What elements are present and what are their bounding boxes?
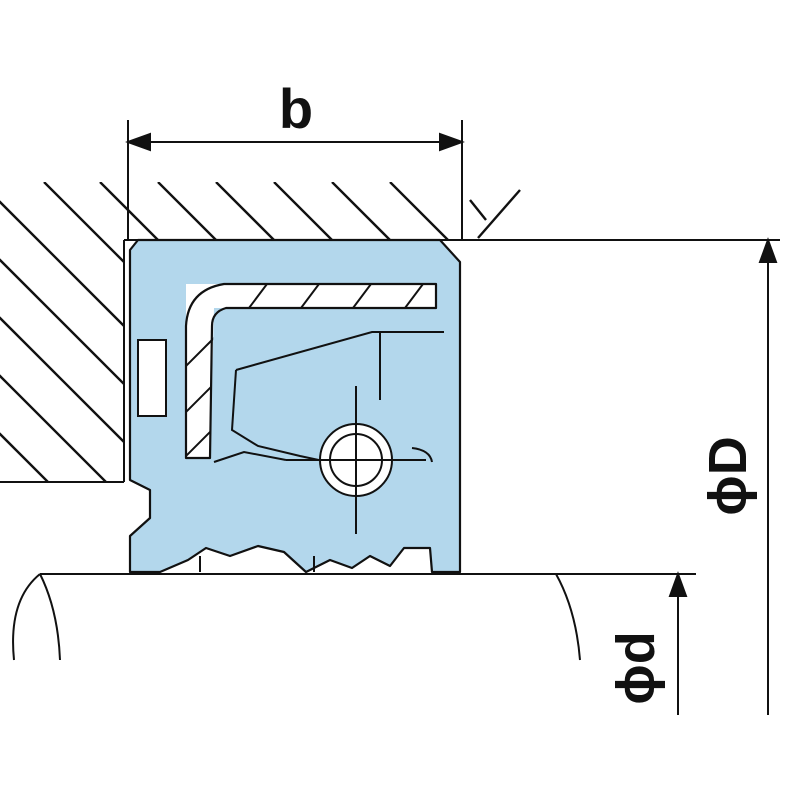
width-dimension-label: b bbox=[279, 77, 313, 140]
outer-diameter-label: ϕD bbox=[698, 436, 758, 515]
inner-diameter-dimension bbox=[668, 571, 688, 715]
seal-pocket bbox=[137, 339, 167, 417]
inner-diameter-label: ϕd bbox=[606, 631, 666, 704]
lip-ridges bbox=[199, 556, 315, 572]
width-dimension bbox=[125, 120, 465, 240]
seal-lip-outline bbox=[213, 331, 444, 463]
garter-spring bbox=[286, 332, 426, 534]
outer-diameter-dimension bbox=[758, 237, 778, 715]
shaft bbox=[12, 573, 696, 661]
housing-hatching bbox=[0, 182, 521, 482]
